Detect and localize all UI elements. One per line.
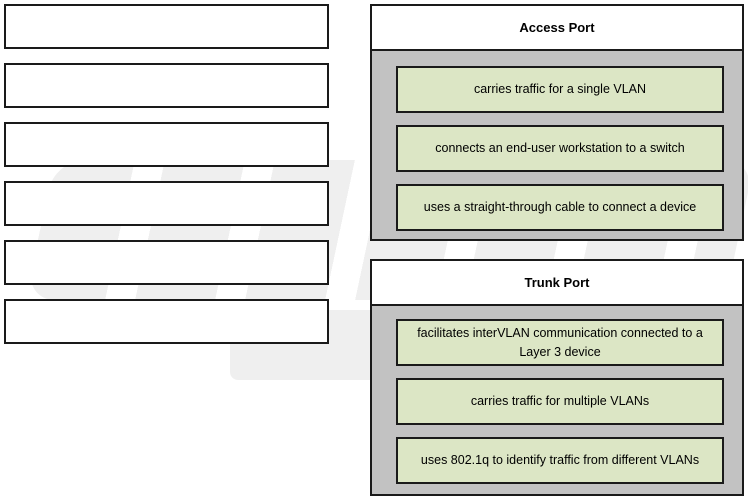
draggable-item[interactable]: facilitates interVLAN communication conn… xyxy=(396,319,724,366)
draggable-item[interactable]: carries traffic for multiple VLANs xyxy=(396,378,724,425)
drop-slot-4[interactable] xyxy=(4,181,329,226)
drop-slot-6[interactable] xyxy=(4,299,329,344)
trunk-port-panel: Trunk Port facilitates interVLAN communi… xyxy=(370,259,744,496)
access-port-title: Access Port xyxy=(372,6,742,51)
drop-slot-5[interactable] xyxy=(4,240,329,285)
draggable-item[interactable]: connects an end-user workstation to a sw… xyxy=(396,125,724,172)
draggable-item[interactable]: carries traffic for a single VLAN xyxy=(396,66,724,113)
trunk-port-title: Trunk Port xyxy=(372,261,742,306)
drop-slot-3[interactable] xyxy=(4,122,329,167)
drop-slot-2[interactable] xyxy=(4,63,329,108)
drop-slot-1[interactable] xyxy=(4,4,329,49)
draggable-item[interactable]: uses a straight-through cable to connect… xyxy=(396,184,724,231)
access-port-panel: Access Port carries traffic for a single… xyxy=(370,4,744,241)
draggable-item[interactable]: uses 802.1q to identify traffic from dif… xyxy=(396,437,724,484)
